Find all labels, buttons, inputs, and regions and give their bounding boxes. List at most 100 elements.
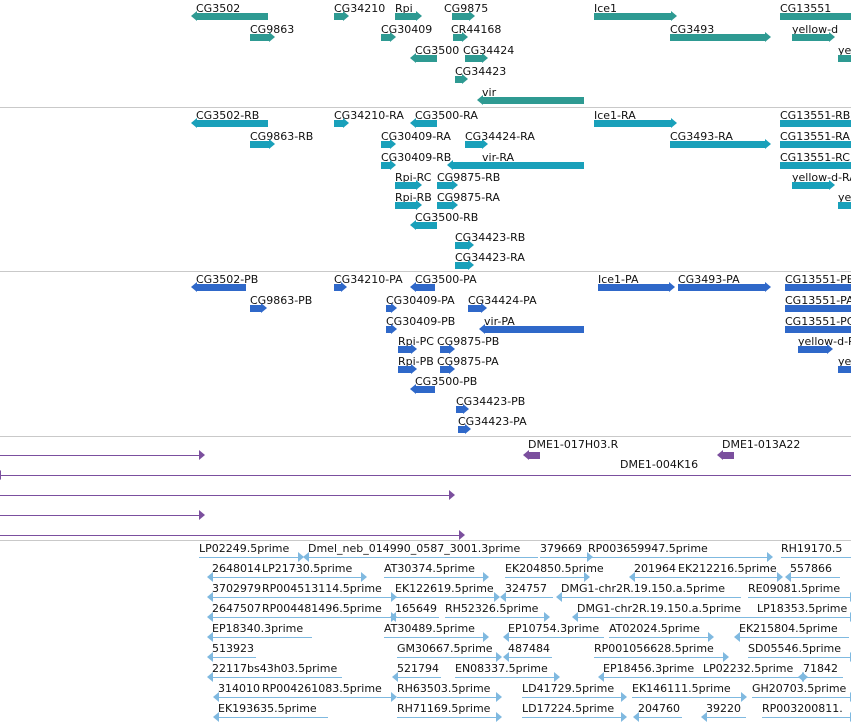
feature-label[interactable]: CG30409-PA (386, 294, 455, 307)
feature-label[interactable]: CG13551 (780, 2, 832, 15)
feature-label[interactable]: CG3493-RA (670, 130, 733, 143)
est-feature[interactable] (397, 692, 502, 702)
feature-glyph[interactable] (455, 74, 468, 84)
feature-label[interactable]: vir-RA (482, 151, 515, 164)
feature-label[interactable]: CG30409-RA (381, 130, 451, 143)
feature-label[interactable]: SD05546.5prime (748, 642, 841, 655)
feature-glyph[interactable] (594, 118, 677, 128)
feature-glyph[interactable] (410, 282, 435, 292)
feature-glyph[interactable] (410, 53, 437, 63)
feature-label[interactable]: CG13551-RC (780, 151, 850, 164)
feature-glyph[interactable] (440, 364, 455, 374)
feature-glyph[interactable] (386, 324, 397, 334)
feature-label[interactable]: RP004481496.5prime (262, 602, 382, 615)
feature-glyph[interactable] (395, 11, 422, 21)
est-feature[interactable] (752, 692, 851, 702)
feature-glyph[interactable] (398, 364, 417, 374)
est-feature[interactable] (703, 672, 808, 682)
feature-label[interactable]: EK193635.5prime (218, 702, 317, 715)
est-feature[interactable] (734, 632, 849, 642)
feature-label[interactable]: Dmel_neb_014990_0587_3001.3prime (308, 542, 521, 555)
feature-label[interactable]: RP003659947.5prime (588, 542, 708, 555)
feature-label[interactable]: RP004513114.5prime (262, 582, 382, 595)
est-feature[interactable] (262, 572, 367, 582)
feature-label[interactable]: EP18340.3prime (212, 622, 304, 635)
est-feature[interactable] (594, 652, 729, 662)
est-feature[interactable] (609, 632, 714, 642)
est-feature[interactable] (540, 552, 593, 562)
feature-label[interactable]: RP001056628.5prime (594, 642, 714, 655)
feature-glyph[interactable] (465, 53, 488, 63)
feature-glyph[interactable] (334, 118, 349, 128)
est-feature[interactable] (678, 572, 783, 582)
feature-label[interactable]: DMG1-chr2R.19.150.a.5prime (577, 602, 742, 615)
feature-label[interactable]: RH71169.5prime (397, 702, 491, 715)
clone-feature[interactable] (0, 530, 465, 540)
feature-label[interactable]: 71842 (803, 662, 838, 675)
feature-glyph[interactable] (798, 344, 833, 354)
est-feature[interactable] (503, 652, 552, 662)
feature-label[interactable]: Ice1-RA (594, 109, 636, 122)
feature-glyph[interactable] (410, 384, 435, 394)
est-feature[interactable] (397, 652, 502, 662)
feature-label[interactable]: 204760 (638, 702, 680, 715)
est-feature[interactable] (785, 572, 840, 582)
feature-label[interactable]: Rpi-RB (395, 191, 432, 204)
feature-label[interactable]: Rpi-PC (398, 335, 434, 348)
feature-label[interactable]: RH63503.5prime (397, 682, 491, 695)
feature-label[interactable]: CG34210-PA (334, 273, 403, 286)
feature-glyph[interactable] (838, 366, 851, 373)
feature-label[interactable]: CG30409-PB (386, 315, 456, 328)
feature-label[interactable]: yellow-d-PA (798, 335, 851, 348)
feature-label[interactable]: 165649 (395, 602, 437, 615)
feature-glyph[interactable] (440, 344, 455, 354)
feature-label[interactable]: EK204850.5prime (505, 562, 604, 575)
est-feature[interactable] (207, 592, 262, 602)
feature-label[interactable]: RH52326.5prime (445, 602, 539, 615)
est-feature[interactable] (556, 592, 741, 602)
est-feature[interactable] (522, 692, 627, 702)
feature-label[interactable]: DME1-004K16 (620, 458, 699, 471)
feature-glyph[interactable] (395, 180, 422, 190)
est-feature[interactable] (384, 572, 489, 582)
feature-glyph[interactable] (465, 139, 488, 149)
feature-label[interactable]: CG3493 (670, 23, 715, 36)
feature-label[interactable]: CG9875 (444, 2, 489, 15)
est-feature[interactable] (207, 672, 342, 682)
feature-label[interactable]: LP18353.5prime (757, 602, 848, 615)
feature-label[interactable]: 379669 (540, 542, 582, 555)
feature-glyph[interactable] (678, 282, 771, 292)
feature-glyph[interactable] (455, 260, 474, 270)
feature-glyph[interactable] (437, 180, 458, 190)
feature-label[interactable]: EK212216.5prime (678, 562, 777, 575)
feature-label[interactable]: CG3500-PB (415, 375, 478, 388)
feature-glyph[interactable] (780, 13, 851, 20)
feature-label[interactable]: 557866 (790, 562, 832, 575)
feature-glyph[interactable] (780, 162, 851, 169)
feature-glyph[interactable] (386, 303, 397, 313)
feature-label[interactable]: DMG1-chr2R.19.150.a.5prime (561, 582, 726, 595)
feature-label[interactable]: CG3502 (196, 2, 241, 15)
est-feature[interactable] (455, 672, 560, 682)
feature-label[interactable]: CG34424 (463, 44, 515, 57)
feature-glyph[interactable] (191, 282, 246, 292)
feature-glyph[interactable] (792, 32, 835, 42)
feature-label[interactable]: CG3493-PA (678, 273, 740, 286)
feature-glyph[interactable] (191, 118, 268, 128)
feature-label[interactable]: EP10754.3prime (508, 622, 600, 635)
est-feature[interactable] (397, 712, 502, 722)
feature-glyph[interactable] (191, 11, 268, 21)
clone-feature[interactable] (717, 450, 734, 460)
feature-glyph[interactable] (780, 141, 851, 148)
est-feature[interactable] (701, 712, 746, 722)
est-feature[interactable] (445, 612, 550, 622)
feature-label[interactable]: LP02232.5prime (703, 662, 794, 675)
feature-label[interactable]: CG13551-PB (785, 273, 851, 286)
feature-glyph[interactable] (458, 424, 471, 434)
feature-label[interactable]: EK122619.5prime (395, 582, 494, 595)
est-feature[interactable] (262, 612, 397, 622)
clone-feature[interactable] (0, 490, 455, 500)
feature-glyph[interactable] (594, 11, 677, 21)
feature-glyph[interactable] (395, 200, 422, 210)
feature-label[interactable]: 201964 (634, 562, 676, 575)
